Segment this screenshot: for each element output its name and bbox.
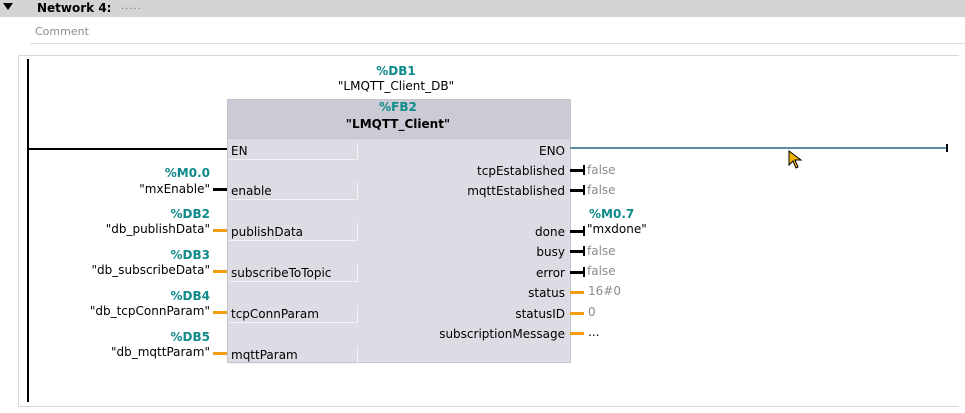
fb-address: %FB2 [379,100,417,114]
eno-wire[interactable] [570,147,946,149]
pin-box-subscribetotopic [229,264,358,282]
collapse-network-icon[interactable] [3,3,13,10]
pin-status[interactable]: status [528,286,565,300]
pin-done[interactable]: done [535,225,565,239]
tcpestablished-wire-end [583,165,585,175]
pin-en[interactable]: EN [231,144,248,158]
value-status: 16#0 [588,284,621,298]
mqttestablished-wire [570,189,584,192]
en-wire[interactable] [29,148,227,150]
error-wire [570,271,584,274]
operand-address-done: %M0.7 [589,207,635,221]
value-subscriptionmessage: ... [588,325,600,339]
status-wire [570,291,584,294]
done-wire-end [583,226,585,236]
operand-done[interactable]: "mxdone" [587,222,647,236]
operand-address-tcpconnparam: %DB4 [170,289,210,303]
pin-tcpconnparam[interactable]: tcpConnParam [231,307,319,321]
instance-db-name[interactable]: "LMQTT_Client_DB" [337,79,455,93]
pin-error[interactable]: error [535,266,565,280]
comment-placeholder: Comment [35,25,89,38]
left-power-rail [27,59,29,402]
operand-publishdata[interactable]: "db_publishData" [105,222,210,236]
operand-address-mqttparam: %DB5 [170,330,210,344]
pin-box-publishdata [229,223,358,241]
operand-tcpconnparam[interactable]: "db_tcpConnParam" [89,304,210,318]
function-block[interactable] [227,99,571,363]
busy-wire [570,250,584,253]
statusid-wire [570,312,584,315]
value-tcpestablished: false [587,163,616,177]
pin-subscriptionmessage[interactable]: subscriptionMessage [439,327,565,341]
value-error: false [587,264,616,278]
instance-db-address: %DB1 [376,64,416,78]
pin-tcpestablished[interactable]: tcpEstablished [477,164,565,178]
busy-wire-end [583,246,585,256]
pin-statusid[interactable]: statusID [515,307,565,321]
mqttestablished-wire-end [583,185,585,195]
done-wire [570,230,584,233]
pin-mqttparam[interactable]: mqttParam [231,348,298,362]
ladder-diagram-area[interactable] [18,55,959,407]
subscribetotopic-wire [213,270,227,273]
pin-eno[interactable]: ENO [538,144,565,158]
subscriptionmessage-wire [570,332,584,335]
operand-mqttparam[interactable]: "db_mqttParam" [110,345,210,359]
network-comment-field[interactable] [30,22,965,44]
mouse-cursor-icon [788,150,803,169]
pin-publishdata[interactable]: publishData [231,225,304,239]
error-wire-end [583,267,585,277]
mqttparam-wire [213,352,227,355]
network-title-field[interactable]: ..... [121,1,142,12]
pin-subscribetotopic[interactable]: subscribeToTopic [231,266,332,280]
eno-wire-end [946,144,948,152]
pin-box-mqttparam [229,346,358,364]
network-header[interactable] [0,0,965,17]
operand-address-enable: %M0.0 [164,166,210,180]
fb-name[interactable]: "LMQTT_Client" [345,117,451,131]
value-statusid: 0 [588,305,596,319]
function-block-header[interactable] [227,99,571,139]
value-busy: false [587,244,616,258]
pin-enable[interactable]: enable [231,184,272,198]
operand-subscribetotopic[interactable]: "db_subscribeData" [91,263,210,277]
value-mqttestablished: false [587,183,616,197]
pin-mqttestablished[interactable]: mqttEstablished [467,184,565,198]
tcpestablished-wire [570,169,584,172]
pin-box-en [229,142,358,160]
enable-wire [213,188,227,191]
pin-busy[interactable]: busy [536,245,565,259]
pin-box-enable [229,182,358,200]
publishdata-wire [213,229,227,232]
operand-address-publishdata: %DB2 [170,207,210,221]
tcpconnparam-wire [213,311,227,314]
operand-enable[interactable]: "mxEnable" [139,182,210,196]
pin-box-tcpconnparam [229,305,358,323]
network-title: Network 4: [37,1,112,15]
operand-address-subscribetotopic: %DB3 [170,248,210,262]
